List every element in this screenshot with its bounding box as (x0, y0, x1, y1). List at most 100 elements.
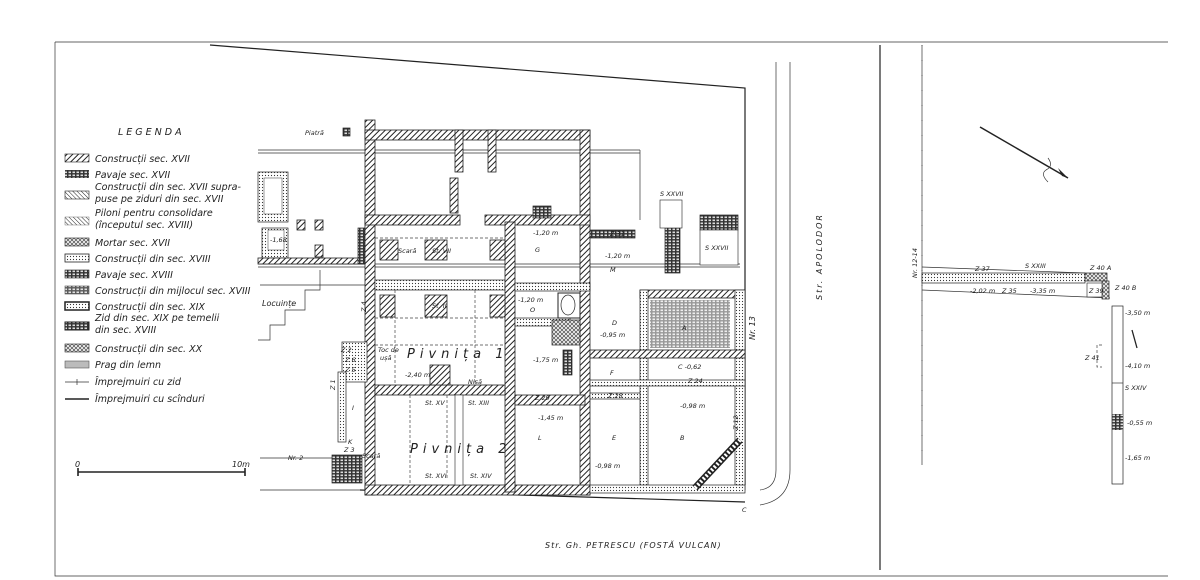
svg-text:A: A (681, 324, 686, 332)
svg-text:-2,02 m: -2,02 m (970, 287, 995, 295)
street-apolodor-label: Str. APOLODOR (815, 213, 824, 300)
svg-text:C -0,62: C -0,62 (678, 363, 701, 371)
fence-north (258, 149, 640, 154)
svg-text:S XXVII: S XXVII (660, 190, 683, 198)
svg-text:Toc de: Toc de (378, 346, 399, 354)
swatch-constructii-xvii (64, 153, 90, 163)
svg-text:F: F (610, 369, 614, 377)
staircase-outline (258, 270, 321, 341)
nr2-label: Nr. 2 (288, 454, 303, 462)
street-petrescu-label: Str. Gh. PETRESCU (FOSTĂ VULCAN) (545, 539, 722, 550)
legend-item: Construcții din sec. XVII supra- (95, 182, 241, 193)
locuinte-label: Locuințe (262, 299, 296, 308)
svg-text:-1,45 m: -1,45 m (538, 414, 563, 422)
svg-text:L: L (538, 434, 542, 442)
svg-text:-1,68: -1,68 (270, 236, 287, 244)
legend-item: din sec. XVIII (95, 325, 156, 336)
section-sxxiii: Z 37 S XXIII Z 40 A Z 40 B -2,02 m Z 35 … (921, 262, 1137, 300)
svg-text:I: I (352, 404, 354, 412)
svg-text:-0,95 m: -0,95 m (600, 331, 625, 339)
svg-text:B: B (680, 434, 685, 442)
swatch-prag-lemn (64, 360, 90, 369)
swatch-constructii-xx (64, 343, 90, 353)
svg-text:Z 40 B: Z 40 B (1114, 284, 1137, 292)
svg-text:-1,20 m: -1,20 m (533, 229, 558, 237)
svg-text:-1,20 m: -1,20 m (605, 252, 630, 260)
svg-text:Z 28: Z 28 (607, 392, 623, 400)
swatch-constructii-xviii (64, 253, 90, 263)
svg-text:St. VII: St. VII (432, 247, 451, 255)
east-rooms: Z 31 S XXVII S XXVII (589, 190, 746, 494)
legend-item: Împrejmuiri cu scînduri (95, 393, 205, 405)
svg-text:C: C (742, 506, 747, 514)
svg-text:Z 41: Z 41 (1084, 354, 1100, 362)
legend-item: Zid din sec. XIX pe temelii (94, 313, 220, 324)
legend-item: Pavaje sec. XVII (95, 170, 170, 181)
legend-item: Construcții din sec. XVIII (95, 254, 211, 265)
nr13-label: Nr. 13 (748, 316, 757, 340)
svg-text:Z 4: Z 4 (360, 301, 368, 313)
svg-text:Nișă: Nișă (468, 378, 482, 386)
legend-item: Mortar sec. XVII (95, 238, 170, 249)
scale-bar: 0 10m (75, 460, 250, 476)
svg-text:St. XIII: St. XIII (468, 399, 489, 407)
west-structure: -1,68 Piatră Locuințe (257, 127, 369, 308)
legend-item: Piloni pentru consolidare (95, 208, 213, 219)
svg-text:K: K (348, 438, 353, 446)
nr12-label: Nr. 12-14 (911, 248, 919, 278)
pivnita-1-label: Pivnița 1 (407, 347, 508, 362)
svg-text:-1,75 m: -1,75 m (533, 356, 558, 364)
swatch-mijlocul-xviii (64, 285, 90, 295)
main-building: Z 2 Z 6 Z 5 Z 1 Z 3 K I Z 4 (329, 119, 591, 496)
swatch-pavaje-xviii (64, 269, 90, 279)
svg-text:Z 31: Z 31 (609, 230, 625, 238)
svg-text:Z 29: Z 29 (534, 394, 550, 402)
svg-text:Z 6: Z 6 (344, 356, 356, 364)
svg-text:St. XVI: St. XVI (425, 472, 447, 480)
swatch-imprejmuiri-zid (65, 379, 89, 385)
svg-text:S XXIII: S XXIII (1025, 262, 1046, 270)
swatch-constructii-suprapuse (64, 190, 90, 200)
legend-item: Împrejmuiri cu zid (95, 376, 182, 388)
svg-text:-3,50 m: -3,50 m (1125, 309, 1150, 317)
legend-item: Pavaje sec. XVIII (95, 270, 173, 281)
legend-item: Prag din lemn (95, 360, 161, 371)
svg-text:Z 40 A: Z 40 A (1089, 264, 1111, 272)
section-sxxiv: -3,50 m Z 41 -4,10 m S XXIV -0,55 m -1,6… (1084, 305, 1152, 485)
svg-text:O: O (530, 306, 535, 314)
swatch-constructii-xix (64, 301, 90, 311)
svg-text:Z 39: Z 39 (1088, 287, 1104, 295)
svg-text:G: G (535, 246, 540, 254)
svg-text:St. XIV: St. XIV (470, 472, 492, 480)
legend-item: Construcții din sec. XIX (95, 302, 205, 313)
swatch-piloni (64, 216, 90, 226)
street-apolodor-edges (759, 62, 791, 506)
piatra-label: Piatră (305, 129, 324, 137)
svg-text:-0,98 m: -0,98 m (680, 402, 705, 410)
legend: LEGENDA Construcții sec. XVII Pavaje sec… (64, 127, 251, 405)
svg-text:Z 5: Z 5 (344, 366, 356, 374)
svg-text:-1,20 m: -1,20 m (518, 296, 543, 304)
svg-text:Z 2: Z 2 (340, 346, 352, 354)
svg-text:E: E (612, 434, 617, 442)
svg-text:St. XV: St. XV (425, 399, 445, 407)
svg-text:-4,10 m: -4,10 m (1125, 362, 1150, 370)
svg-text:-3,35 m: -3,35 m (1030, 287, 1055, 295)
svg-text:St. II: St. II (432, 302, 447, 310)
frame-border (54, 41, 1168, 577)
legend-item: Construcții sec. XVII (95, 154, 190, 165)
legend-item: (începutul sec. XVIII) (95, 220, 193, 231)
svg-text:S XXVII: S XXVII (705, 244, 728, 252)
svg-text:Z 37: Z 37 (974, 265, 991, 273)
scale-start: 0 (75, 460, 80, 469)
svg-text:M: M (610, 266, 616, 274)
swatch-mortar (64, 237, 90, 247)
svg-text:-0,55 m: -0,55 m (1127, 419, 1152, 427)
swatch-pavaje-xvii (65, 170, 89, 178)
svg-text:D: D (612, 319, 617, 327)
pivnita-2-label: Pivnița 2 (410, 442, 511, 457)
svg-text:-2,40 m: -2,40 m (405, 371, 430, 379)
svg-text:-1,65 m: -1,65 m (1125, 454, 1150, 462)
svg-text:ușă: ușă (380, 354, 392, 362)
svg-text:Z 1: Z 1 (329, 379, 337, 391)
